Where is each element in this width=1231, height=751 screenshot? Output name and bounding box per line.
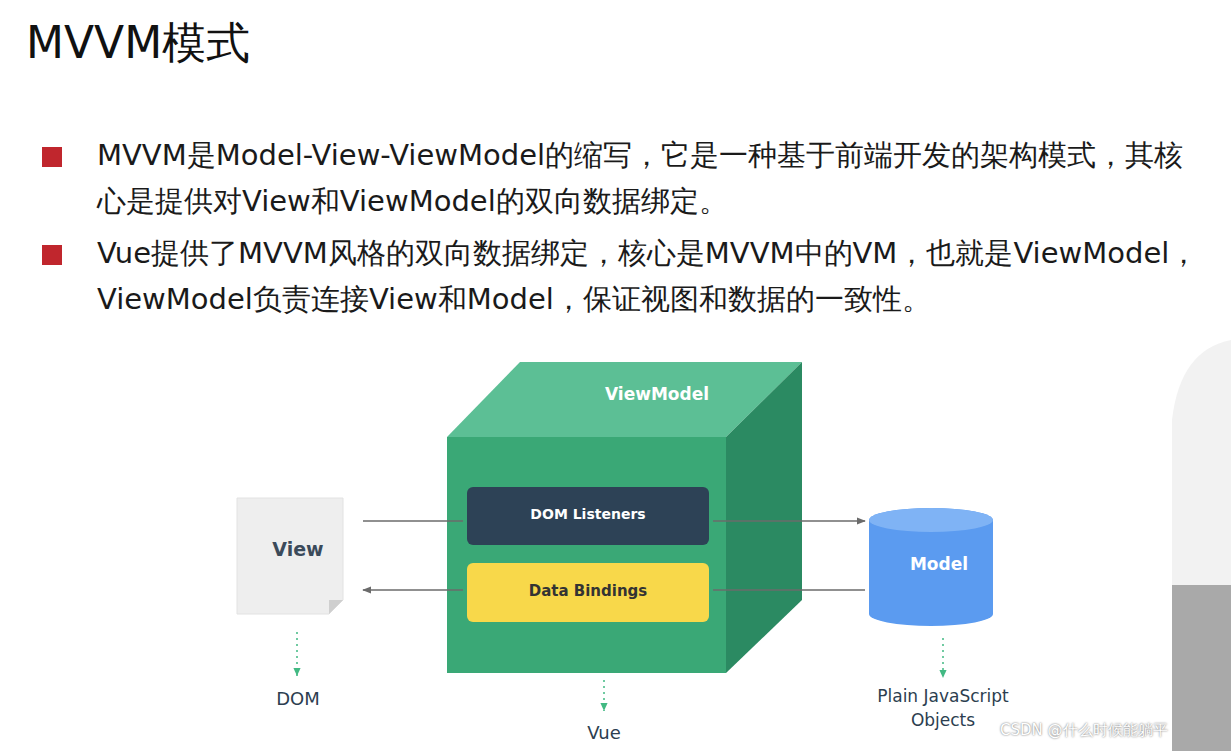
binding-box: Data Bindings [467, 563, 709, 622]
bullet-text: MVVM是Model-View-ViewModel的缩写，它是一种基于前端开发的… [97, 132, 1212, 224]
leader-arrow [603, 680, 605, 711]
bullet-square [42, 245, 62, 265]
node-text: DOM Listeners [467, 506, 709, 522]
leader-arrow [942, 638, 944, 678]
node-text: Model [869, 554, 1009, 574]
leader-arrow [296, 632, 298, 676]
node-text: Data Bindings [467, 582, 709, 600]
node-text: View [237, 538, 359, 560]
bullet-text: Vue提供了MVVM风格的双向数据绑定，核心是MVVM中的VM，也就是ViewM… [97, 230, 1222, 322]
data-flow-arrow [363, 520, 463, 522]
slide-title: MVVM模式 [26, 14, 250, 73]
viewmodel-cube: ViewModelDOM ListenersData Bindings [447, 362, 802, 673]
bullet-square [42, 147, 62, 167]
listener-box: DOM Listeners [467, 487, 709, 545]
watermark: CSDN @什么时候能躺平 [1000, 720, 1226, 740]
data-flow-arrow [713, 520, 865, 522]
background-decoration [1172, 585, 1231, 751]
view-document: View [237, 498, 359, 614]
data-flow-arrow [363, 589, 463, 591]
node-text: ViewModel [527, 384, 787, 404]
data-flow-arrow [713, 589, 865, 591]
caption-label: Vue [554, 722, 654, 744]
caption-label: DOM [248, 688, 348, 710]
background-decoration [1172, 340, 1231, 751]
model-cylinder: Model [869, 508, 1009, 626]
